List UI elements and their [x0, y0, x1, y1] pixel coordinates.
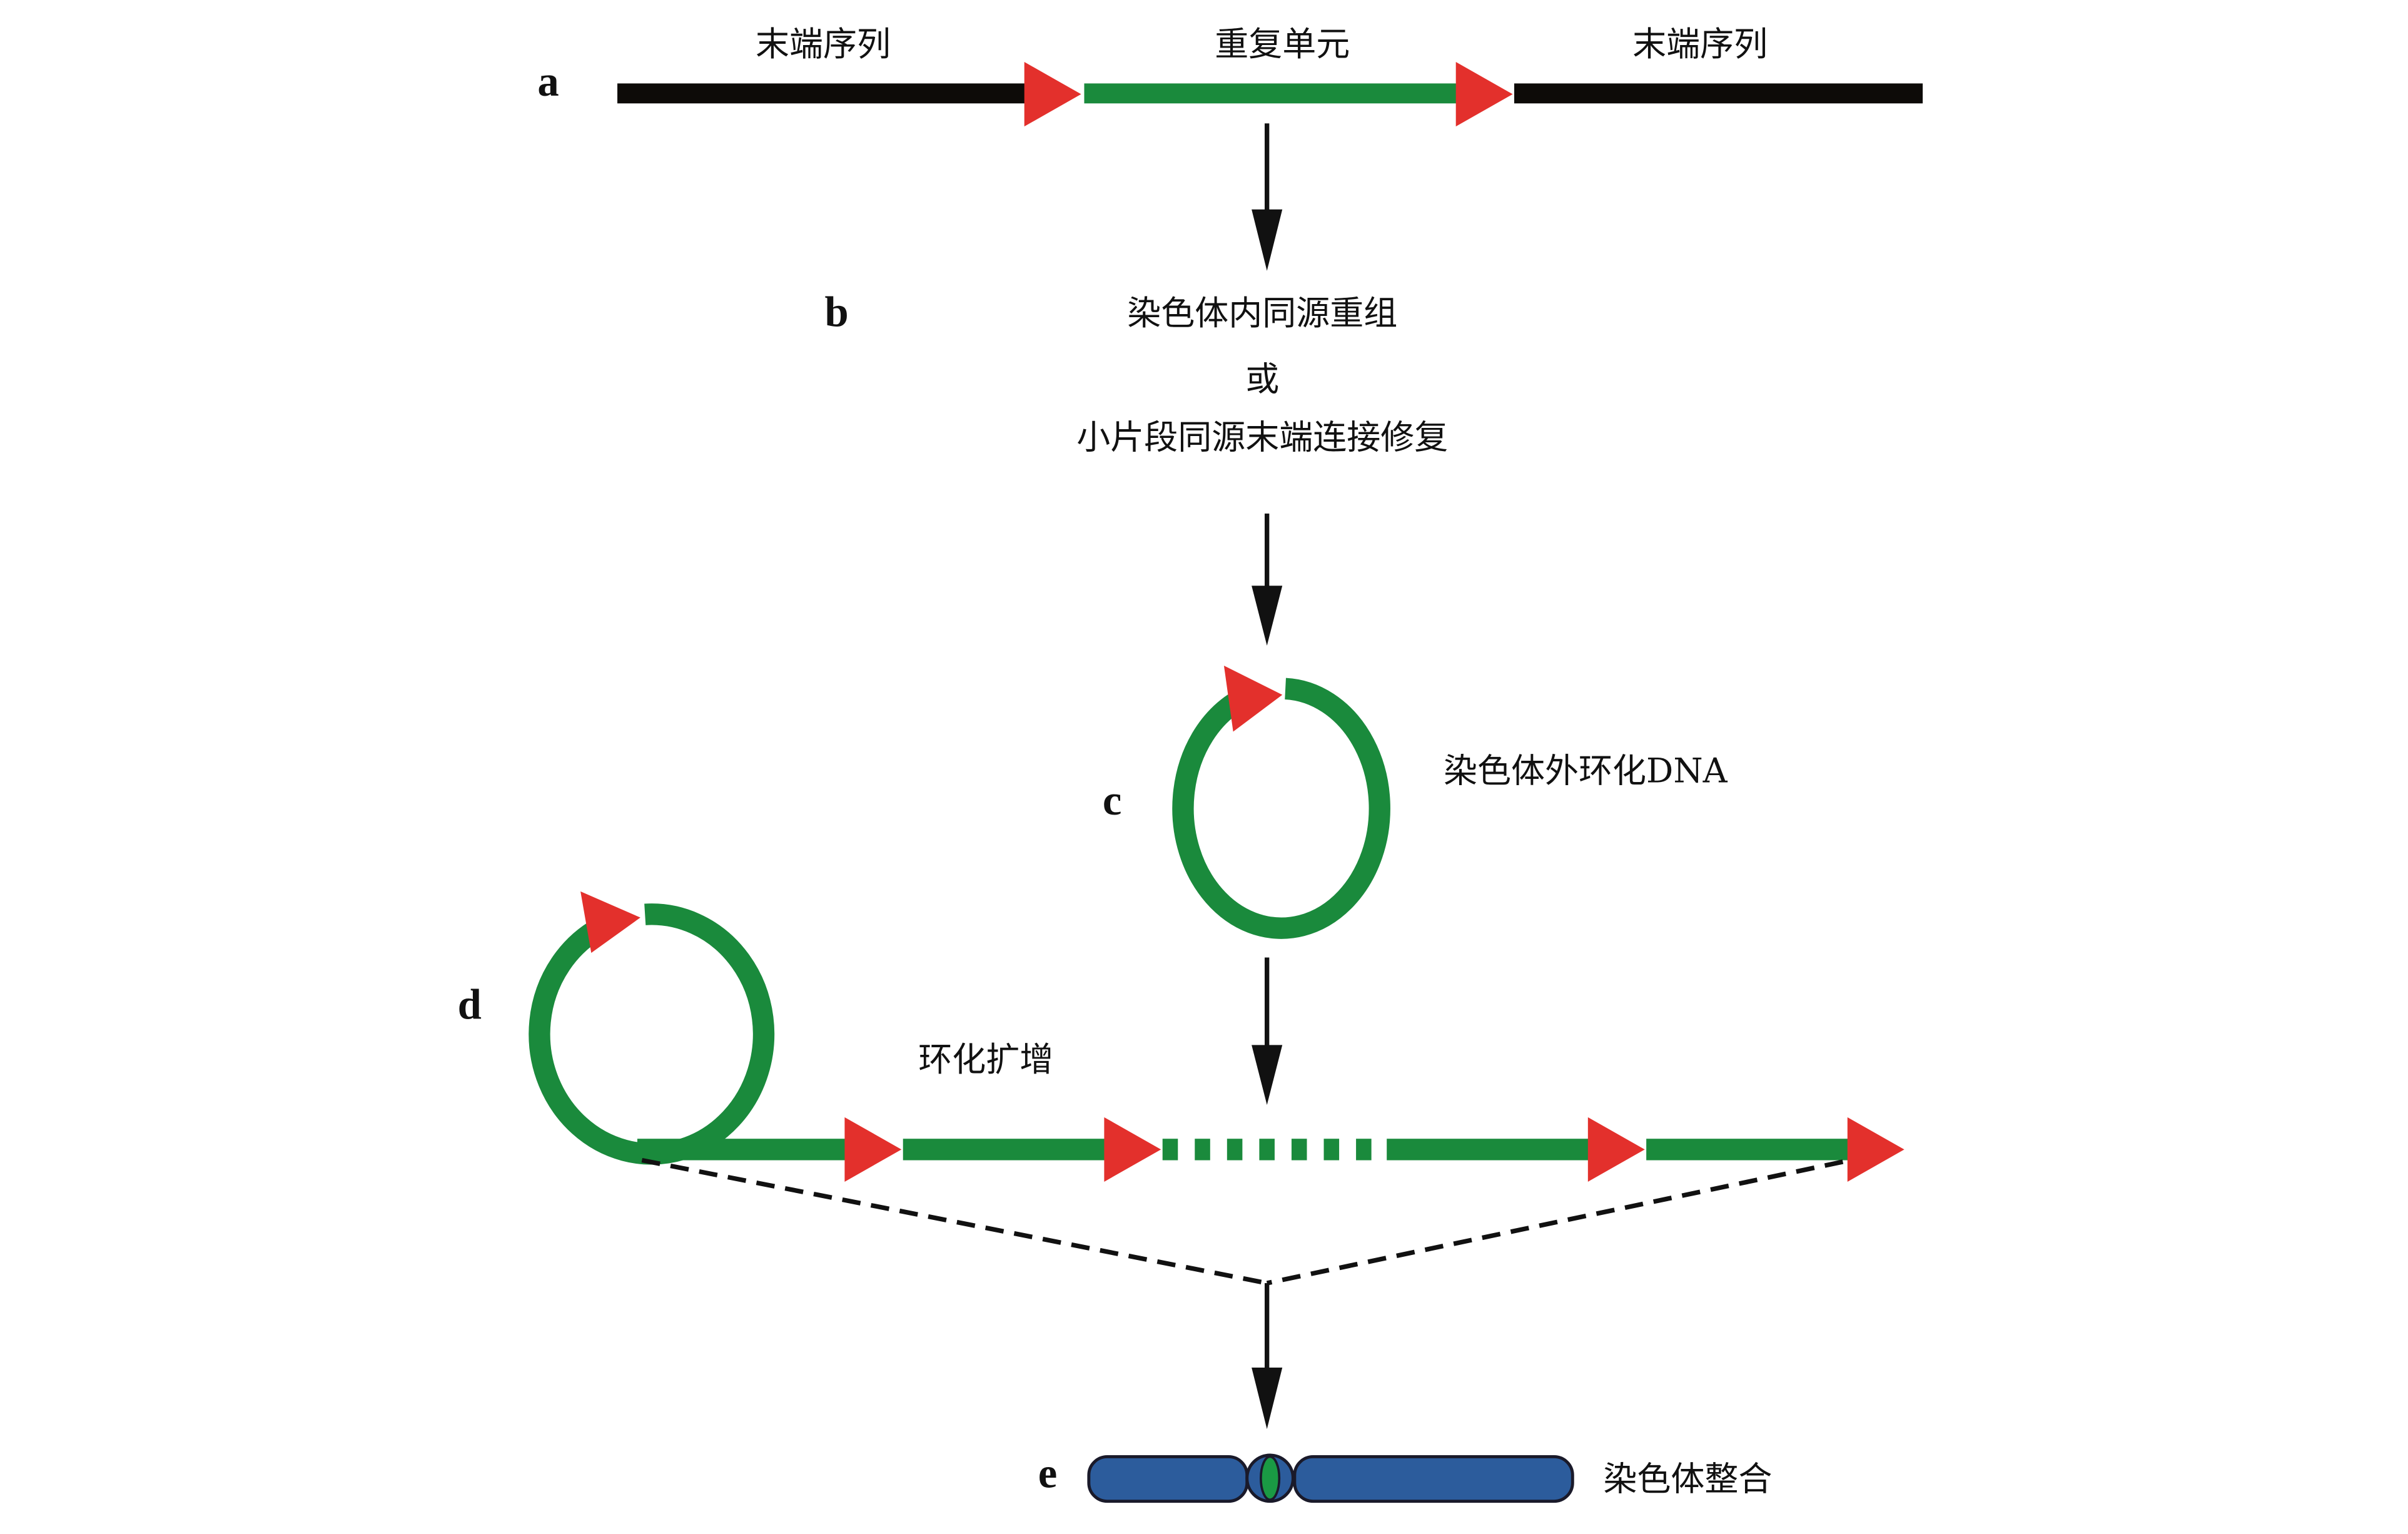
amplicon-circle	[529, 903, 775, 1165]
dashed-line-right	[1266, 1159, 1844, 1286]
dashed-line-left	[641, 1157, 1268, 1286]
panel-a-letter: a	[537, 58, 559, 105]
marker-triangle-2	[1455, 61, 1513, 127]
chromosome-long-arm	[1293, 1455, 1574, 1503]
repeat-dashed-continuation	[1162, 1139, 1372, 1161]
repeat-segment-3	[1387, 1139, 1590, 1161]
arrow-c-to-d	[1252, 957, 1283, 1105]
integrated-amplicon	[1260, 1455, 1281, 1501]
panel-c-letter: c	[1103, 776, 1122, 824]
tandem-marker-3	[1587, 1117, 1645, 1182]
panel-e-letter: e	[1038, 1450, 1058, 1497]
ecdna-marker	[1223, 665, 1283, 732]
panel-b: b 染色体内同源重组 或 小片段同源末端连接修复	[825, 288, 1449, 457]
panel-d: d 环化扩增	[458, 891, 1905, 1286]
integration-label: 染色体整合	[1603, 1459, 1772, 1498]
chromosome-icon	[1087, 1453, 1574, 1503]
arrow-a-to-b	[1252, 123, 1283, 271]
arrow-d-to-e	[1252, 1283, 1283, 1430]
tandem-marker-2	[1104, 1117, 1161, 1182]
flank-right-segment	[1514, 83, 1923, 104]
mechanism-or: 或	[1245, 359, 1279, 399]
repeat-segment-1	[637, 1139, 846, 1161]
panel-e: e 染色体整合	[1038, 1450, 1772, 1503]
mechanism-line-2: 小片段同源末端连接修复	[1076, 418, 1448, 457]
repeat-segment-2	[903, 1139, 1106, 1161]
panel-c: c 染色体外环化DNA	[1103, 665, 1728, 939]
panel-b-letter: b	[825, 288, 849, 335]
panel-a: a 末端序列 重复单元 末端序列	[537, 24, 1923, 127]
ecdna-circle	[1172, 678, 1390, 939]
panel-d-letter: d	[458, 981, 482, 1029]
repeat-segment-4	[1646, 1139, 1849, 1161]
marker-triangle-1	[1024, 61, 1081, 127]
flank-left-segment	[617, 83, 1029, 104]
amplicon-circle-marker	[580, 891, 640, 953]
ecdna-label: 染色体外环化DNA	[1444, 751, 1728, 791]
mechanism-line-1: 染色体内同源重组	[1127, 293, 1397, 333]
amplification-label: 环化扩增	[918, 1040, 1053, 1079]
tandem-marker-4	[1847, 1117, 1905, 1182]
chromosome-short-arm	[1087, 1455, 1249, 1503]
repeat-unit-label: 重复单元	[1215, 24, 1350, 64]
flank-right-label: 末端序列	[1632, 24, 1768, 64]
tandem-marker-1	[844, 1117, 902, 1182]
arrow-b-to-c	[1252, 513, 1283, 646]
flank-left-label: 末端序列	[756, 24, 891, 64]
repeat-unit-segment	[1084, 83, 1459, 104]
